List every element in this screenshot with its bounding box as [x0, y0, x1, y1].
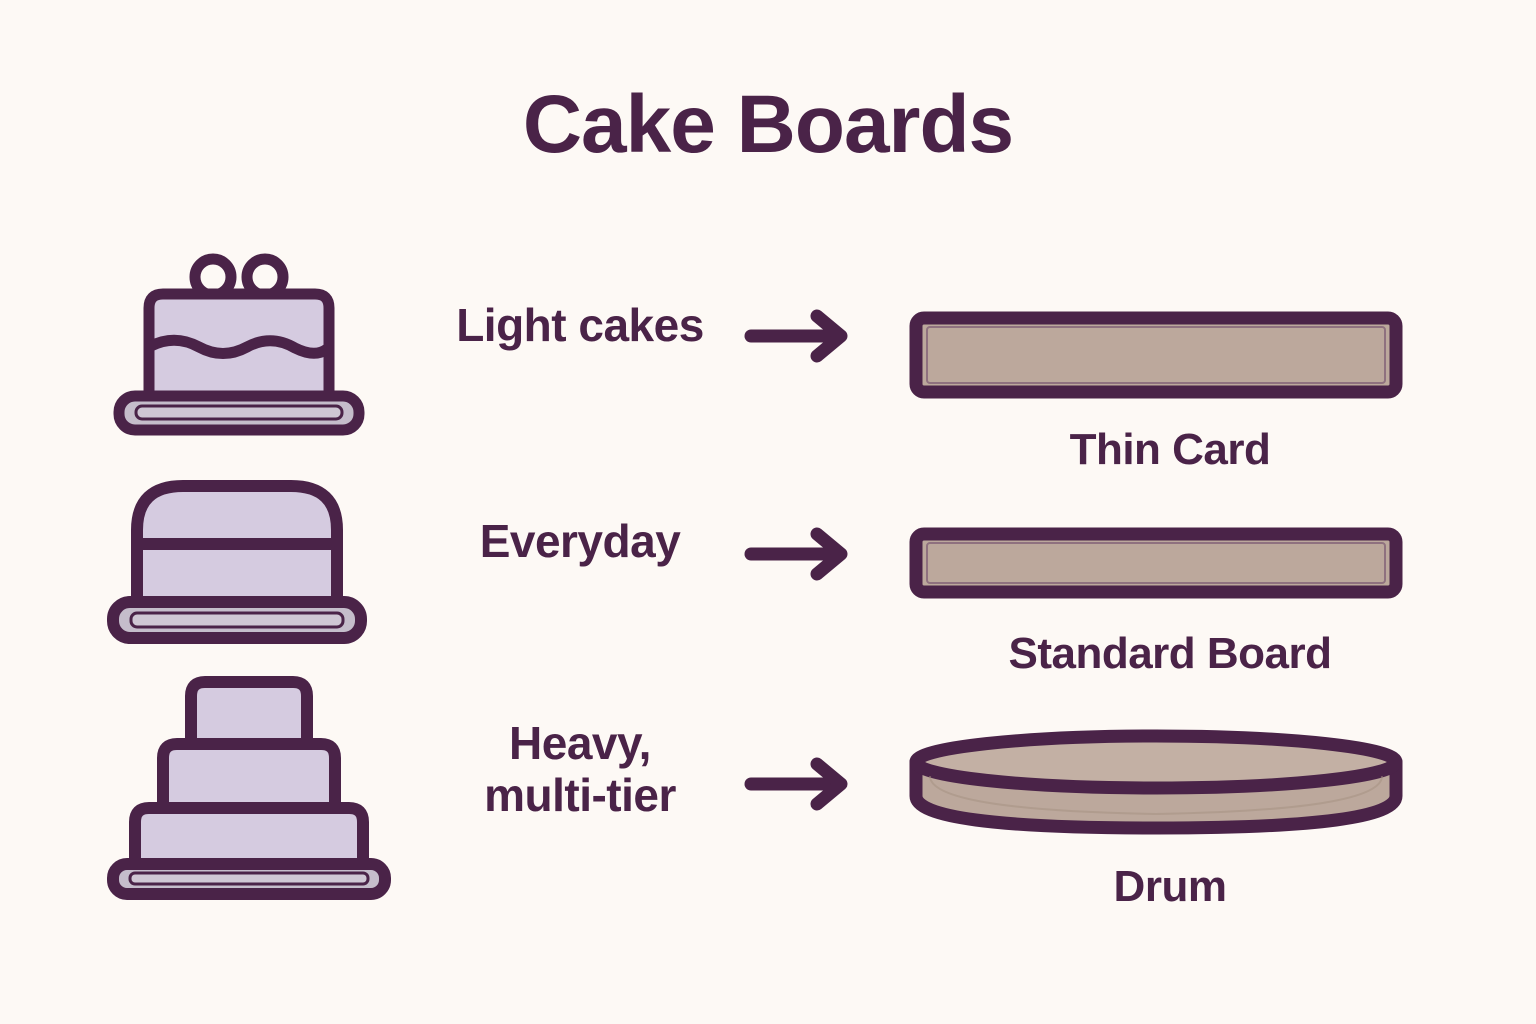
- board-label-drum: Drum: [1113, 862, 1227, 911]
- row-light-cakes: Light cakes Thin Card: [0, 248, 1536, 472]
- arrow-light-cakes: [744, 308, 865, 364]
- row-label-line: multi-tier: [484, 768, 676, 821]
- row-label-line: Heavy,: [509, 717, 651, 769]
- row-label-light-cakes: Light cakes: [395, 299, 765, 352]
- three-tier-cake-illustration: [105, 668, 395, 900]
- row-label-line: Light cakes: [456, 299, 704, 351]
- single-tier-cake-illustration: [105, 248, 395, 438]
- rounded-cake-illustration: [105, 468, 395, 648]
- row-heavy-multi-tier: Heavy, multi-tier Drum: [0, 668, 1536, 909]
- arrow-everyday: [744, 526, 865, 582]
- row-everyday: Everyday Standard Board: [0, 468, 1536, 676]
- row-label-line: Everyday: [479, 515, 681, 567]
- thin-card-board-group: Thin Card: [880, 306, 1460, 472]
- standard-board-group: Standard Board: [880, 520, 1460, 676]
- three-tier-cake-icon: [107, 676, 391, 900]
- board-label-standard-board: Standard Board: [1008, 629, 1332, 678]
- single-tier-cake-icon: [113, 253, 365, 436]
- arrow-right-icon: [744, 527, 848, 581]
- arrow-right-icon: [744, 309, 848, 363]
- board-label-thin-card: Thin Card: [1069, 425, 1271, 474]
- rounded-cake-icon: [107, 480, 367, 644]
- drum-board-icon: [909, 729, 1403, 835]
- row-label-everyday: Everyday: [395, 515, 765, 568]
- page-title: Cake Boards: [522, 79, 1014, 170]
- drum-board-group: Drum: [880, 724, 1460, 909]
- row-label-heavy-multi-tier: Heavy, multi-tier: [395, 717, 765, 821]
- arrow-heavy-multi-tier: [744, 756, 865, 812]
- arrow-right-icon: [744, 757, 848, 811]
- thin-card-board-icon: [909, 311, 1403, 399]
- standard-board-icon: [909, 527, 1403, 599]
